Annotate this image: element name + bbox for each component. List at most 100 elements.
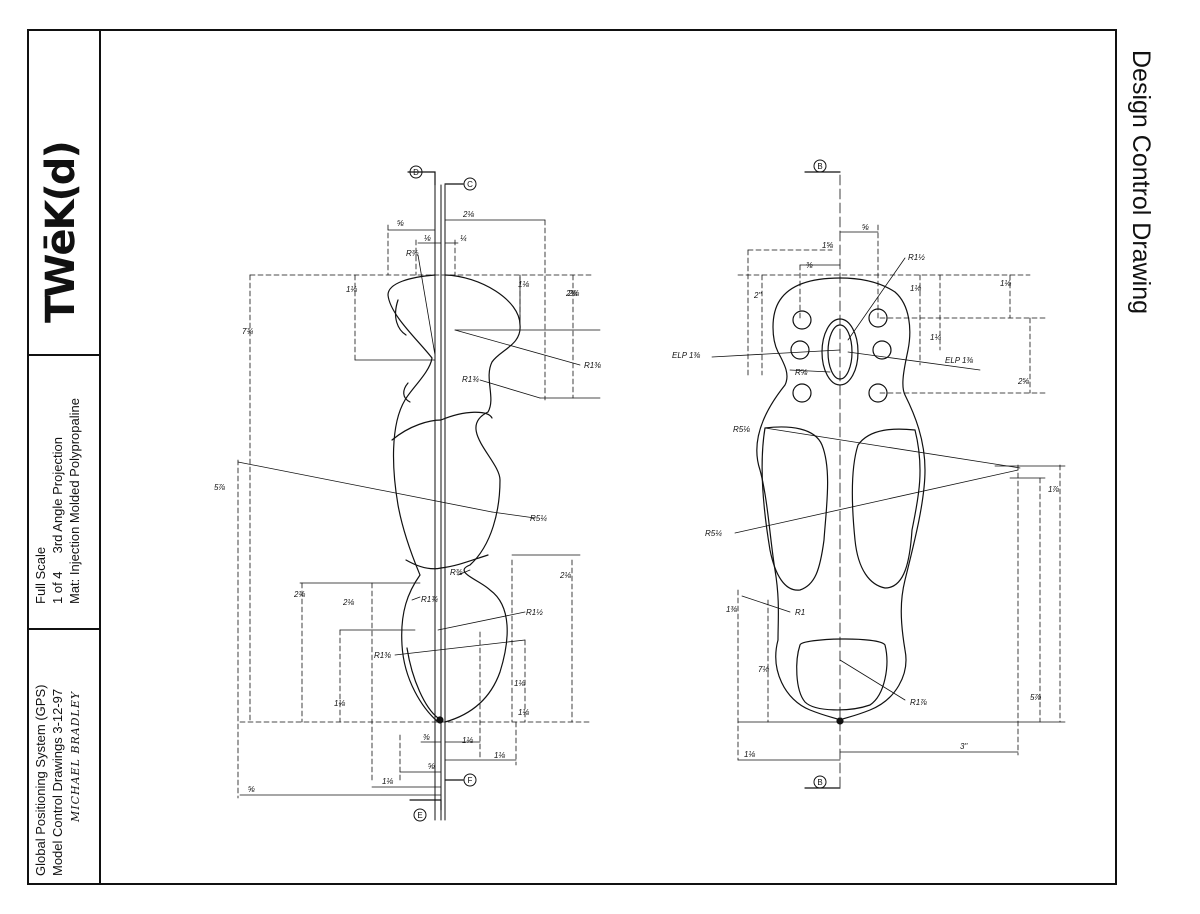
left-radius-7: R1⅜ [374, 651, 391, 660]
hole-3 [790, 340, 810, 360]
right-radius-2: R⅝ [795, 368, 808, 377]
marker-d [409, 165, 423, 179]
section-line-e [409, 799, 442, 811]
left-dim-bottom-1: ⅜ [423, 733, 430, 742]
left-dim-top-3: ¼ [460, 234, 467, 243]
marker-e [413, 808, 427, 822]
scale-label: Full Scale [33, 546, 48, 604]
marker-f [463, 773, 477, 787]
author-signature: MICHAEL BRADLEY [69, 690, 82, 822]
left-dim-top-2: ⅛ [424, 234, 431, 243]
hole-4 [872, 340, 892, 360]
section-markers [409, 159, 827, 822]
right-radius-4: R5¼ [705, 529, 722, 538]
right-callout-1: ELP 1⅜ [672, 351, 700, 360]
profile-nub-top [394, 299, 407, 336]
center-ellipse-inner [827, 324, 853, 380]
right-annotations: R1½ R⅝ R5⅛ R5¼ R1 R1⅞ ELP 1⅜ ELP 1⅜ ⅜ 1⅝… [672, 223, 1059, 759]
left-dim-bottom-5: 1⅛ [462, 736, 473, 745]
document-title-area: Design Control Drawing [1125, 50, 1165, 370]
right-dim-side-1: 2" [753, 291, 762, 300]
left-dim-right-3: 1⅛ [514, 679, 525, 688]
right-dim-side-2: 1⅛ [910, 284, 921, 293]
left-view [237, 171, 601, 821]
left-radius-1: R⅜ [406, 249, 419, 258]
left-dim-side-8: 1⅛ [334, 699, 345, 708]
right-dim-bottom-2: 1⅛ [744, 750, 755, 759]
drawing-set-label: Model Control Drawings 3-12-97 [50, 688, 65, 876]
marker-b-bottom-text: B [817, 778, 822, 787]
arch-line-lower [405, 554, 489, 570]
marker-c-text: C [467, 180, 473, 189]
left-annotations: R⅜ R1¾ R1⅜ R5¼ R⅜ R1¾ R1⅜ R1½ ⅝ ⅛ ¼ 2⅛ 1… [214, 210, 601, 794]
heel-inner [406, 647, 439, 719]
left-dim-side-5: 5⅞ [214, 483, 225, 492]
left-radius-4: R5¼ [530, 514, 547, 523]
left-radius-5: R⅜ [450, 568, 463, 577]
title-block-logo-cell: TWēK(d) [29, 31, 99, 356]
left-dim-side-2: 7¾ [242, 327, 253, 336]
right-radius-5: R1 [795, 608, 805, 617]
right-pad-outline [851, 428, 921, 589]
left-dim-side-3: 1⅛ [518, 280, 529, 289]
origin-point [436, 716, 444, 724]
left-radius-2: R1¾ [462, 375, 479, 384]
left-dim-side-1: 1⅛ [346, 285, 357, 294]
center-ellipse-outer [821, 318, 859, 386]
left-dim-bottom-4: ⅝ [248, 785, 255, 794]
right-origin-point [836, 717, 844, 725]
marker-d-text: D [413, 168, 419, 177]
left-dim-side-9: 1⅛ [518, 708, 529, 717]
drawing-sheet: TWēK(d) Full Scale 1 of 4 3rd Angle Proj… [27, 29, 1117, 885]
profile-front-outline [387, 274, 439, 723]
right-dim-side-8: 7⅛ [758, 665, 769, 674]
company-logo: TWēK(d) [38, 142, 84, 323]
left-dim-top-4: 2⅛ [462, 210, 474, 219]
right-radius-1: R1½ [908, 253, 925, 262]
right-dim-top-3: ⅝ [862, 223, 869, 232]
profile-rear-outline [444, 274, 521, 723]
left-dim-right-1: 2⅛ [559, 571, 571, 580]
left-radius-3: R1⅜ [584, 361, 601, 370]
hole-6 [868, 383, 888, 403]
right-dim-top-2: 1⅝ [822, 241, 833, 250]
right-dim-side-3: 1⅛ [1000, 279, 1011, 288]
title-block: TWēK(d) Full Scale 1 of 4 3rd Angle Proj… [29, 31, 101, 883]
profile-nub-mid [403, 382, 411, 403]
left-dim-bottom-3: 1⅛ [382, 777, 393, 786]
section-line-d [407, 171, 436, 186]
marker-b-top [813, 159, 827, 173]
sheet-projection-label: 1 of 4 3rd Angle Projection [50, 437, 65, 604]
left-dim-side-6: 2⅛ [293, 590, 305, 599]
right-view [711, 171, 1066, 791]
right-dim-side-7: 5⅞ [1030, 693, 1041, 702]
right-dim-bottom-1: 3" [960, 742, 968, 751]
left-dim-side-7: 2⅛ [342, 598, 354, 607]
right-dim-side-4: 1¼ [930, 333, 941, 342]
marker-c [463, 177, 477, 191]
technical-drawing: D C E F B B R⅜ R1¾ R1⅜ R5¼ R⅜ R1¾ R1⅜ R1… [214, 159, 1066, 822]
document-title: Design Control Drawing [1127, 50, 1155, 315]
left-dim-right-2: 2⅛ [567, 289, 579, 298]
marker-b-top-text: B [817, 162, 822, 171]
material-label: Mat: Injection Molded Polypropaline [67, 398, 82, 604]
marker-e-text: E [417, 811, 422, 820]
right-radius-6: R1⅞ [910, 698, 927, 707]
marker-b-bottom [813, 775, 827, 789]
left-dim-bottom-2: ⅝ [428, 762, 435, 771]
right-dim-side-5: 2⅝ [1017, 377, 1029, 386]
heel-pad-outline [796, 638, 888, 711]
left-radius-8: R1½ [526, 608, 543, 617]
left-pad-outline [761, 426, 829, 591]
title-block-project-cell: Global Positioning System (GPS) Model Co… [29, 630, 99, 885]
title-block-spec-cell: Full Scale 1 of 4 3rd Angle Projection M… [29, 356, 99, 630]
right-dim-side-6: 1⅞ [1048, 485, 1059, 494]
hole-1 [792, 310, 812, 330]
right-callout-2: ELP 1⅜ [945, 356, 973, 365]
sole-outline [756, 277, 926, 721]
left-dim-bottom-6: 1⅛ [494, 751, 505, 760]
left-dim-top-1: ⅝ [397, 219, 404, 228]
section-marker-letters: D C E F B B [413, 162, 823, 820]
left-radius-6: R1¾ [421, 595, 438, 604]
hole-5 [792, 383, 812, 403]
